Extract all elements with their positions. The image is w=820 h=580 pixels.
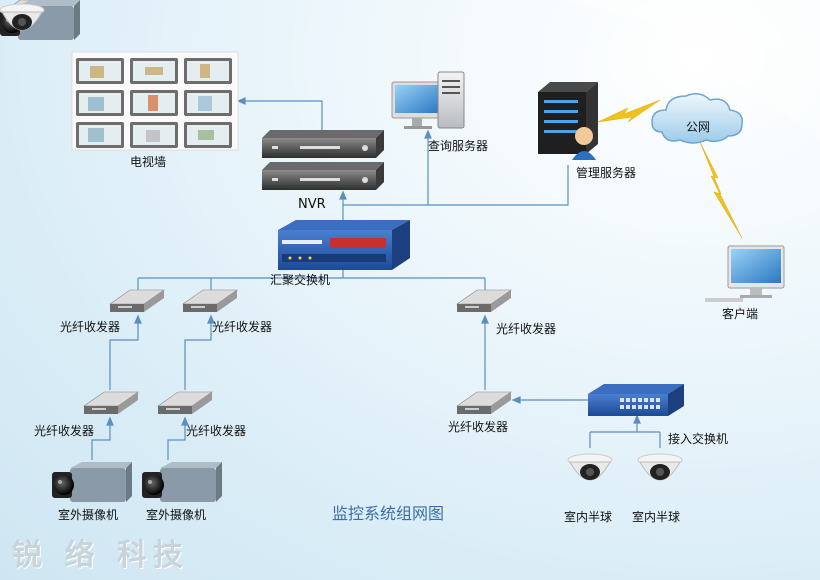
cloud-icon <box>651 93 743 144</box>
aggregation-switch-icon <box>278 220 410 270</box>
lightning-links <box>597 99 743 239</box>
fiber-top-1-label: 光纤收发器 <box>60 320 121 334</box>
video-wall-label: 电视墙 <box>130 155 167 169</box>
fiber-bot-2-label: 光纤收发器 <box>186 424 247 438</box>
nvr-label: NVR <box>298 197 326 212</box>
agg-switch-label: 汇聚交换机 <box>270 273 331 287</box>
management-server-icon <box>538 82 598 160</box>
fiber-top-2-label: 光纤收发器 <box>212 320 273 334</box>
brand-watermark: 锐 络 科技 <box>12 538 189 573</box>
dome-camera-icons <box>0 3 683 481</box>
video-wall-icon <box>71 51 239 151</box>
access-switch-label: 接入交换机 <box>668 432 729 446</box>
query-server-icon <box>391 71 465 129</box>
fiber-bot-1-label: 光纤收发器 <box>34 424 95 438</box>
mgmt-server-label: 管理服务器 <box>576 166 637 180</box>
public-net-label: 公网 <box>686 120 711 134</box>
camera-2-label: 室外摄像机 <box>146 508 207 522</box>
fiber-top-3-label: 光纤收发器 <box>496 322 557 336</box>
client-monitor-icon <box>705 245 785 302</box>
camera-1-label: 室外摄像机 <box>58 508 119 522</box>
client-label: 客户端 <box>722 307 759 321</box>
access-switch-icon <box>588 384 684 416</box>
dome-2-label: 室内半球 <box>632 510 681 524</box>
nvr-icon <box>262 130 384 190</box>
light-rays <box>560 0 820 140</box>
dome-1-label: 室内半球 <box>564 510 613 524</box>
fiber-bot-3-label: 光纤收发器 <box>448 420 509 434</box>
connection-lines <box>91 97 661 460</box>
query-server-label: 查询服务器 <box>428 139 489 153</box>
diagram-title: 监控系统组网图 <box>332 504 445 523</box>
